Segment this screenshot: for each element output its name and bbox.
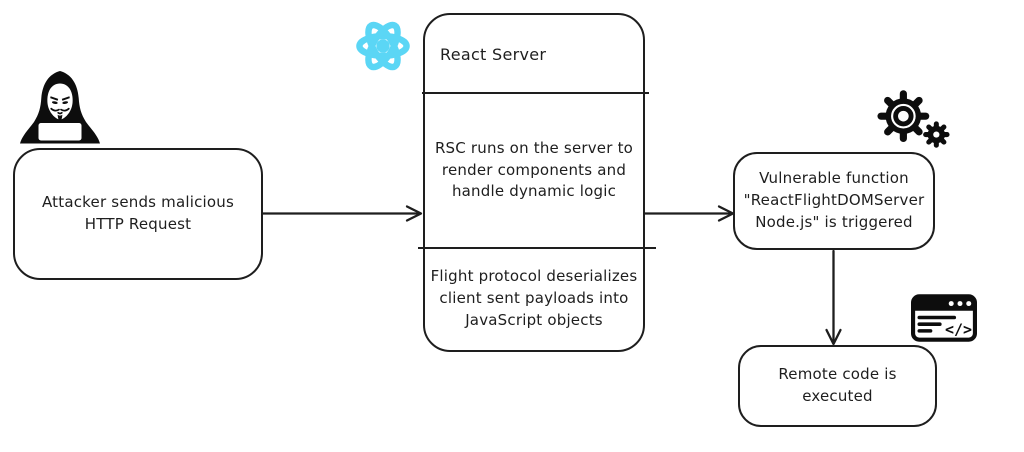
vulnerable-function-label: Vulnerable function "ReactFlightDOMServe… [743, 169, 925, 231]
react-server-section-flight: Flight protocol deserializes client sent… [425, 249, 643, 349]
react-server-header: React Server [425, 15, 643, 94]
vulnerable-function-node: Vulnerable function "ReactFlightDOMServe… [733, 152, 935, 250]
gears-icon [877, 90, 950, 148]
flight-section-label: Flight protocol deserializes client sent… [430, 267, 638, 329]
attacker-node-label: Attacker sends malicious HTTP Request [41, 193, 235, 233]
remote-code-node: Remote code is executed [738, 345, 937, 427]
react-logo-icon [356, 21, 410, 71]
hacker-icon [20, 71, 100, 144]
arrow-vulnerable-to-remote-code [825, 249, 842, 346]
arrow-react-server-to-vulnerable [643, 205, 735, 222]
browser-code-window-icon: </> [911, 294, 977, 342]
react-server-title: React Server [440, 45, 547, 64]
arrow-attacker-to-react-server [261, 205, 423, 222]
react-server-node: React Server RSC runs on the server to r… [418, 13, 656, 352]
code-glyph: </> [945, 321, 972, 339]
rsc-section-label: RSC runs on the server to render compone… [434, 138, 634, 201]
react-server-divider-bottom [418, 247, 656, 250]
remote-code-label: Remote code is executed [778, 365, 897, 405]
react-server-divider-top [422, 92, 649, 95]
attacker-node: Attacker sends malicious HTTP Request [13, 148, 263, 280]
react-server-section-rsc: RSC runs on the server to render compone… [425, 94, 643, 247]
